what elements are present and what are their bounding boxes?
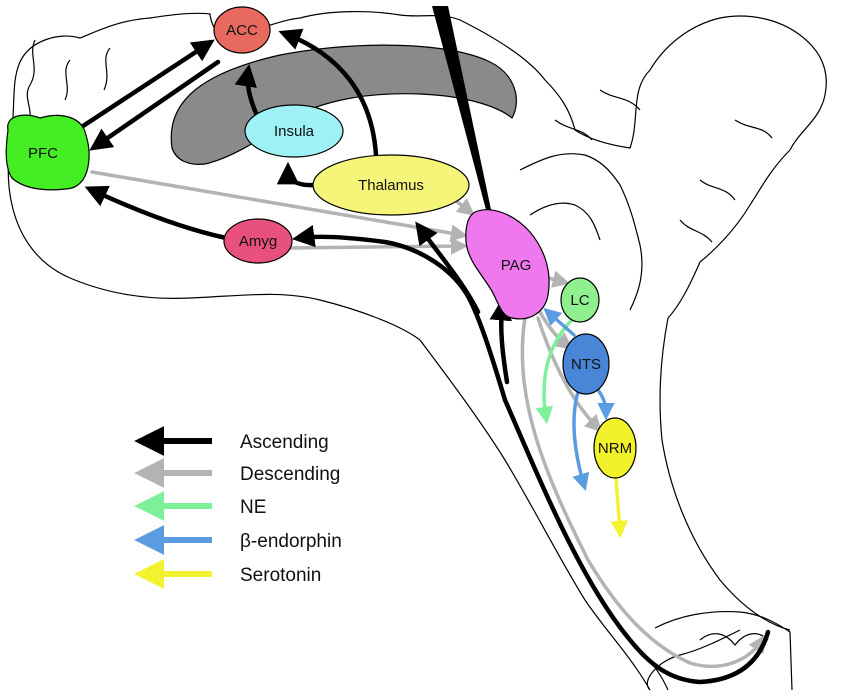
legend-serotonin-label: Serotonin <box>240 565 321 586</box>
node-amyg: Amyg <box>223 218 293 264</box>
legend-item-serotonin: Serotonin <box>134 559 321 589</box>
acc-to-pfc-ascending <box>89 59 221 151</box>
descending-pathways <box>90 170 766 668</box>
legend: Ascending Descending NE β-endorphin Sero… <box>134 426 342 589</box>
ascending-spinal-tract <box>467 297 771 685</box>
node-nts: NTS <box>562 333 610 395</box>
legend-ascending-label: Ascending <box>240 432 329 453</box>
thalamus-to-insula-ascending <box>276 161 318 188</box>
nts-label: NTS <box>571 356 601 373</box>
pfc-to-acc-ascending <box>77 39 215 131</box>
node-pag: PAG <box>465 209 550 320</box>
acc-label: ACC <box>226 22 258 39</box>
beta-endorphin-pathway-nrm <box>596 388 615 421</box>
legend-item-beta-endorphin: β-endorphin <box>134 525 342 555</box>
legend-ne-label: NE <box>240 497 266 518</box>
thalamus-label: Thalamus <box>358 177 424 194</box>
pag-to-nts-descending <box>538 310 573 350</box>
serotonin-pathway <box>610 476 628 539</box>
node-thalamus: Thalamus <box>312 154 470 216</box>
nrm-label: NRM <box>598 440 632 457</box>
beta-endorphin-pathway-down <box>572 390 590 492</box>
legend-descending-label: Descending <box>240 464 340 485</box>
ne-pathway <box>535 316 576 425</box>
node-pfc: PFC <box>5 114 90 191</box>
legend-item-ascending: Ascending <box>134 426 329 456</box>
legend-beta-endorphin-label: β-endorphin <box>240 531 342 552</box>
legend-item-ne: NE <box>134 491 266 521</box>
node-nrm: NRM <box>593 417 637 479</box>
insula-label: Insula <box>274 123 315 140</box>
pfc-label: PFC <box>28 145 58 162</box>
amyg-to-pfc-ascending <box>84 185 229 241</box>
ascending-pathways <box>77 28 771 685</box>
amyg-label: Amyg <box>239 233 277 250</box>
spinal-to-amyg-ascending <box>291 224 473 303</box>
legend-item-descending: Descending <box>134 458 340 488</box>
pfc-to-pag-descending <box>90 170 469 242</box>
pag-label: PAG <box>501 257 532 274</box>
lc-label: LC <box>570 292 589 309</box>
thalamus-to-pag-descending <box>453 198 475 216</box>
beta-endorphin-pathway-up <box>543 307 576 337</box>
spinal-to-pag-ascending <box>489 297 513 385</box>
electrode <box>432 6 497 240</box>
pag-to-nrm-descending <box>536 316 603 433</box>
node-insula: Insula <box>244 104 344 158</box>
node-acc: ACC <box>213 6 271 54</box>
node-lc: LC <box>560 277 600 323</box>
thalamus-to-acc-ascending <box>278 28 379 158</box>
insula-to-acc-ascending <box>234 63 261 121</box>
pag-spinal-descending <box>520 316 766 668</box>
brain-outline <box>7 10 827 691</box>
